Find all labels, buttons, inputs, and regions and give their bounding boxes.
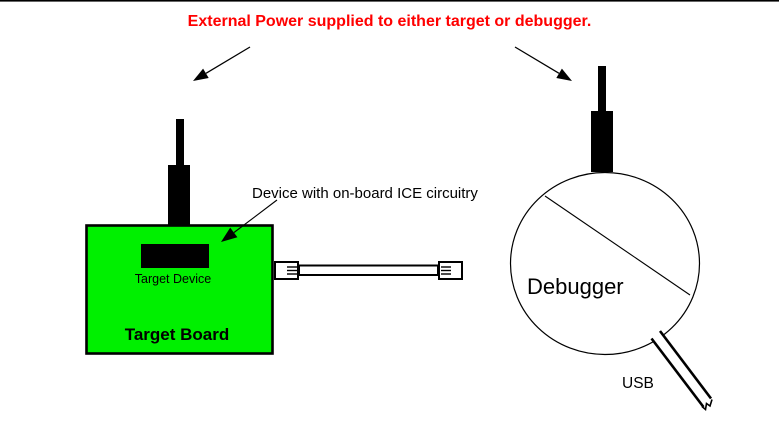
ribbon-cable-body <box>298 264 439 276</box>
arrow-to-debugger <box>514 46 572 81</box>
target-device-chip <box>141 244 209 268</box>
arrow-to-target <box>193 46 251 81</box>
usb-label: USB <box>622 375 654 392</box>
power-plug-target-icon <box>168 119 190 226</box>
device-note-arrow <box>221 199 278 242</box>
top-border-line <box>0 0 779 2</box>
power-plug-debugger-icon <box>591 66 613 172</box>
usb-cable-cut-end <box>701 399 713 412</box>
ribbon-connector-left <box>274 261 299 280</box>
target-device-label: Target Device <box>134 272 212 286</box>
debugger-body <box>509 171 701 356</box>
diagram-title: External Power supplied to either target… <box>187 13 592 30</box>
usb-cable <box>650 330 713 412</box>
debugger-chord-line <box>544 195 691 296</box>
device-note-label: Device with on-board ICE circuitry <box>252 185 478 202</box>
debugger-label: Debugger <box>527 274 624 299</box>
ribbon-cable <box>274 261 463 280</box>
target-board-label: Target Board <box>124 325 230 344</box>
ribbon-connector-right <box>438 261 463 280</box>
